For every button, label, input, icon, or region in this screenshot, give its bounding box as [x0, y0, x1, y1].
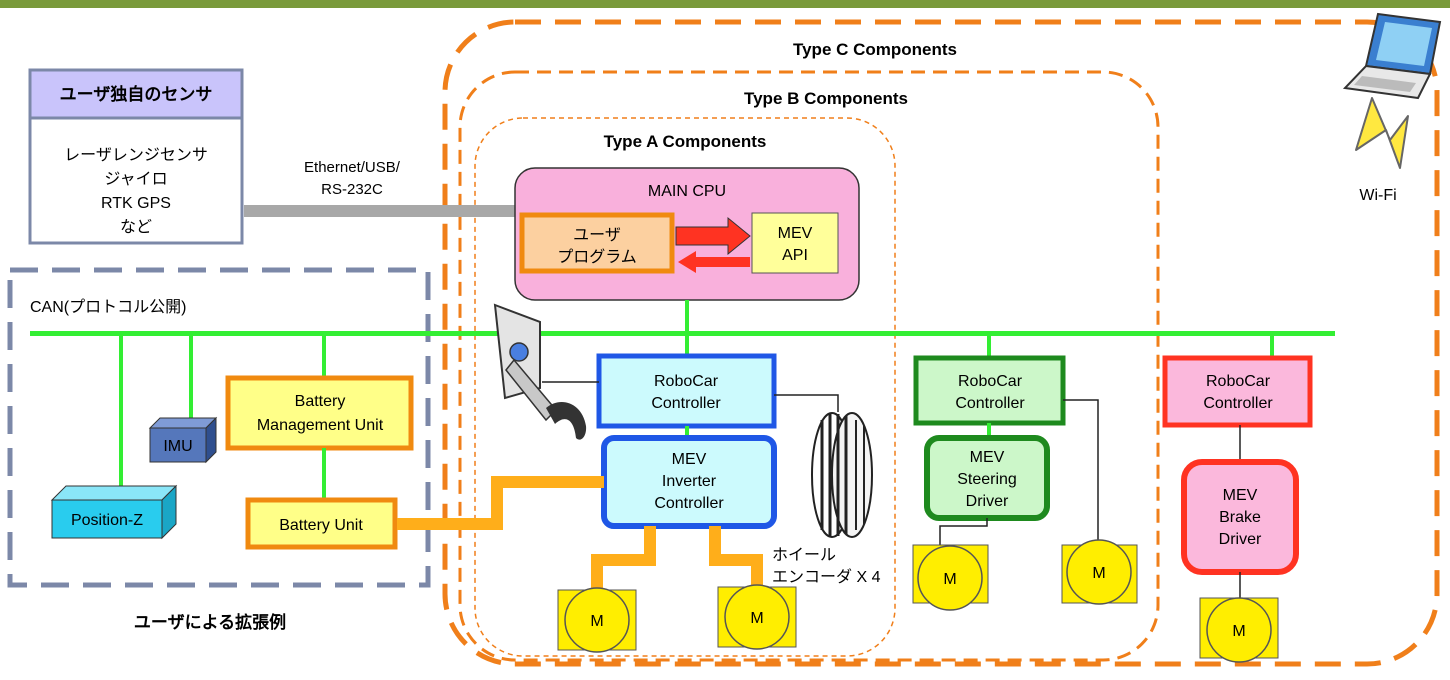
robocar-controller-label: RoboCar — [654, 373, 719, 390]
ethernet-link — [244, 205, 518, 217]
robocar-b-motor-line — [1063, 399, 1099, 545]
robocar-controller-b — [913, 355, 1066, 426]
type-b-label: Type B Components — [744, 89, 908, 108]
user-program-label: プログラム — [557, 248, 637, 266]
robocar-to-steering-line — [987, 423, 991, 438]
laptop-icon — [1342, 12, 1442, 100]
motor-icon: M — [717, 584, 797, 650]
steering-driver-label: MEV — [970, 449, 1005, 466]
type-c-label: Type C Components — [793, 40, 957, 59]
motor-icon: M — [557, 587, 637, 653]
robocar-controller-a — [596, 353, 777, 429]
robocar-controller-label: Controller — [1203, 395, 1273, 412]
header-bar — [0, 0, 1450, 8]
robocar-controller-label: Controller — [651, 395, 721, 412]
bmu-to-battery-line — [322, 448, 326, 500]
mev-api-box — [751, 212, 839, 274]
motor-label: M — [590, 613, 603, 630]
motor-power-line — [709, 526, 763, 590]
robocar-controller-c — [1162, 355, 1313, 428]
inverter-controller-label: MEV — [672, 451, 707, 468]
motor-icon: M — [1061, 539, 1138, 605]
mev-api-label: API — [782, 247, 808, 264]
user-extension-label: ユーザによる拡張例 — [134, 612, 286, 632]
wheel-encoder-icon — [811, 412, 873, 538]
type-b-outline — [458, 70, 1160, 662]
battery-unit-label: Battery Unit — [279, 517, 363, 534]
accelerator-pedal-icon — [493, 303, 587, 440]
main-cpu-title: MAIN CPU — [648, 183, 726, 200]
imu-label: IMU — [163, 438, 192, 455]
can-drop — [685, 300, 689, 356]
user-program-label: ユーザ — [573, 226, 621, 244]
user-extension-outline — [7, 267, 431, 588]
type-a-label: Type A Components — [604, 132, 767, 151]
motor-label: M — [1232, 623, 1245, 640]
user-program-box — [519, 212, 675, 274]
can-bus — [30, 331, 1335, 336]
robocar-to-inverter-line — [685, 426, 689, 438]
brake-driver-label: Driver — [1219, 531, 1262, 548]
user-sensor-line: レーザレンジセンサ — [64, 146, 208, 164]
battery-power-line — [397, 476, 604, 530]
return-arrow-icon — [678, 251, 750, 273]
type-a-outline — [474, 117, 896, 657]
motor-power-line — [591, 526, 656, 590]
can-drop — [322, 333, 326, 378]
can-drop — [1270, 333, 1274, 358]
brake-driver-label: Brake — [1219, 509, 1261, 526]
robocar-controller-label: RoboCar — [1206, 373, 1271, 390]
wifi-bolt-icon — [1355, 97, 1409, 169]
wifi-label: Wi-Fi — [1359, 187, 1396, 204]
position-z-label: Position-Z — [71, 512, 143, 529]
can-drop — [987, 333, 991, 358]
battery-management-label: Management Unit — [257, 417, 384, 434]
robocar-controller-label: Controller — [955, 395, 1025, 412]
user-sensor-title: ユーザ独自のセンサ — [60, 84, 213, 104]
steering-driver-label: Driver — [966, 493, 1009, 510]
user-sensor-header — [28, 68, 244, 120]
motor-icon: M — [1199, 597, 1279, 663]
user-sensor-line: RTK GPS — [101, 195, 171, 212]
type-c-outline — [442, 19, 1440, 667]
link-label-line: RS-232C — [321, 181, 383, 198]
can-label: CAN(プロトコル公開) — [30, 298, 186, 316]
brake-driver-label: MEV — [1223, 487, 1258, 504]
encoder-label: ホイール — [772, 547, 836, 564]
position-z-block: Position-Z — [50, 484, 178, 540]
call-arrow-icon — [675, 216, 751, 256]
link-label-line: Ethernet/USB/ — [304, 159, 401, 176]
can-drop — [119, 333, 123, 490]
mev-api-label: MEV — [778, 225, 813, 242]
motor-icon: M — [912, 544, 989, 611]
battery-management-label: Battery — [295, 393, 346, 410]
inverter-controller-label: Controller — [654, 495, 724, 512]
can-drop — [189, 333, 193, 423]
battery-unit — [245, 497, 398, 550]
steering-motor-line — [939, 518, 988, 545]
imu-block: IMU — [148, 416, 218, 464]
motor-label: M — [943, 571, 956, 588]
steering-driver-label: Steering — [957, 471, 1017, 488]
user-sensor-line: ジャイロ — [104, 171, 167, 188]
battery-management-unit — [225, 375, 414, 451]
motor-label: M — [750, 610, 763, 627]
robocar-controller-label: RoboCar — [958, 373, 1023, 390]
encoder-label: エンコーダ X 4 — [772, 568, 881, 586]
motor-label: M — [1092, 565, 1105, 582]
encoder-line — [774, 394, 839, 412]
user-sensor-line: など — [120, 218, 152, 236]
inverter-controller-label: Inverter — [662, 473, 717, 490]
